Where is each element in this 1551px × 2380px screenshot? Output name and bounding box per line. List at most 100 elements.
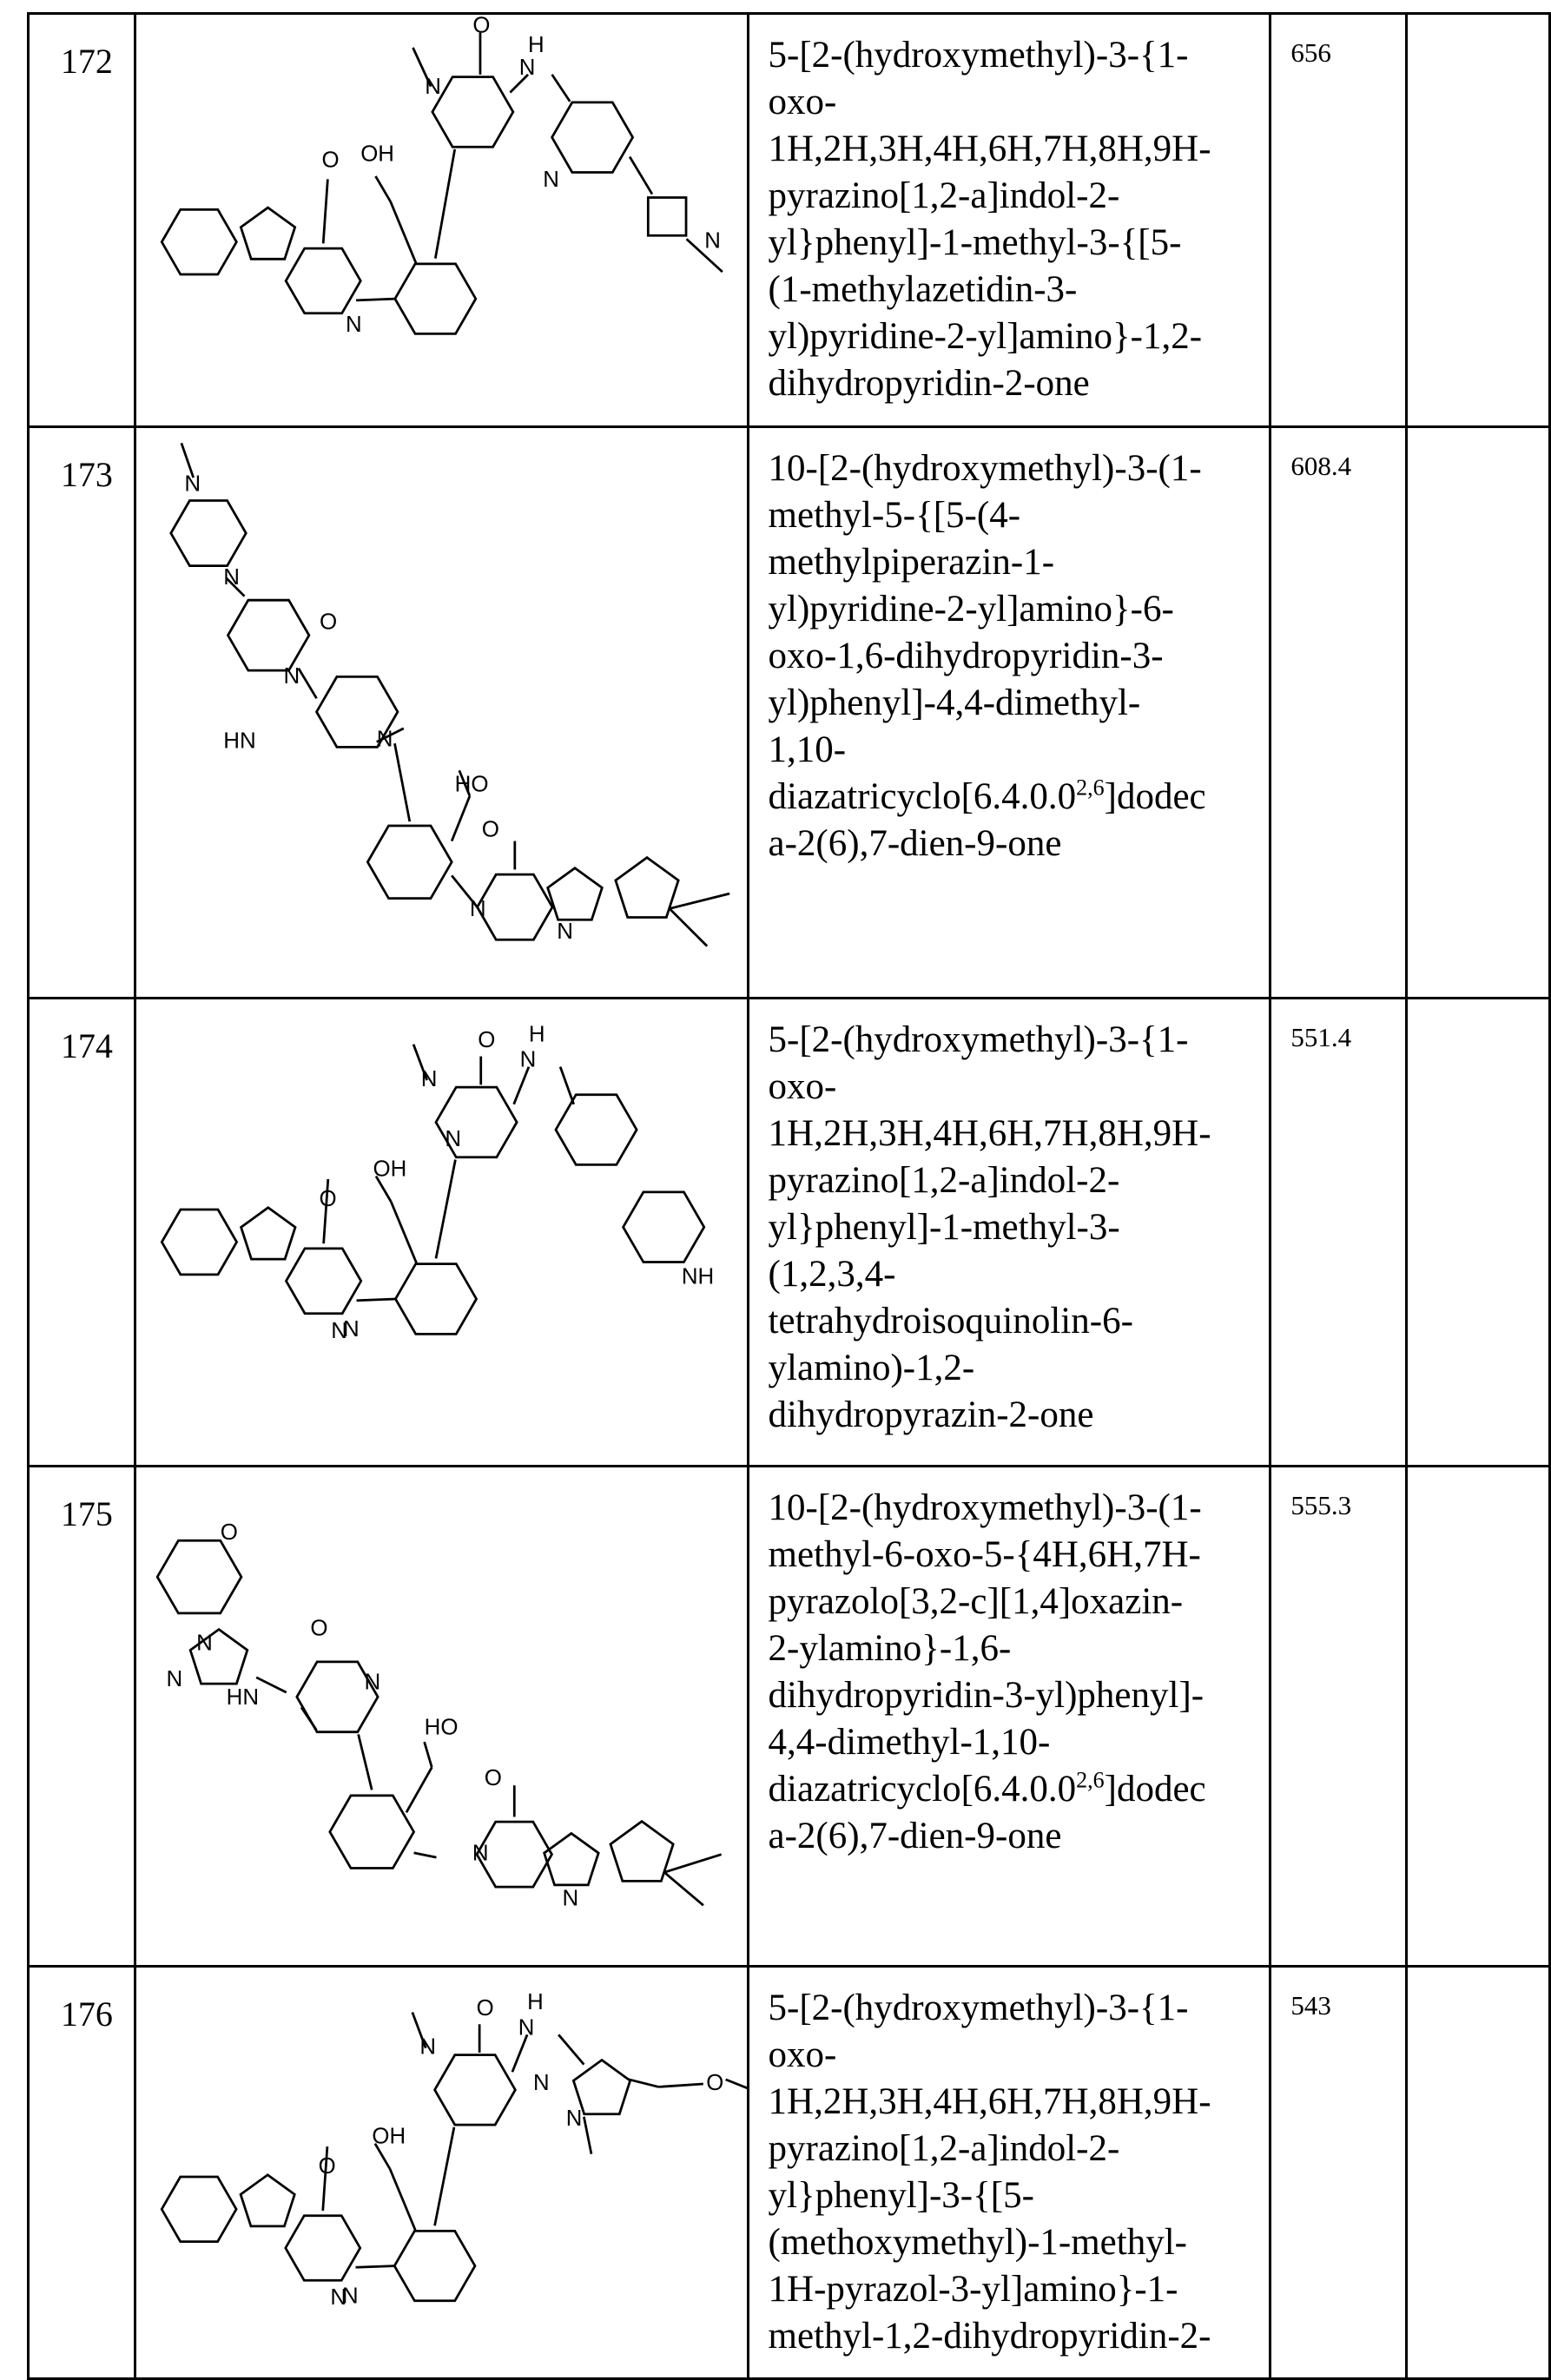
- bond: [726, 2080, 747, 2094]
- atom-label: O: [472, 15, 490, 38]
- name-line: yl)phenyl]-4,4-dimethyl-: [769, 680, 1261, 727]
- structure-cell: NNNHNONHOONN: [135, 427, 748, 999]
- name-text: yl)pyridine-2-yl]amino}-1,2-: [769, 316, 1202, 357]
- name-line: 4,4-dimethyl-1,10-: [769, 1719, 1261, 1766]
- bond: [512, 2034, 527, 2072]
- ring-bond: [162, 209, 236, 274]
- table-row: 176ONHNNNOOHONN5-[2-(hydroxymethyl)-3-{1…: [29, 1967, 1550, 2379]
- name-text: pyrazolo[3,2-c][1,4]oxazin-: [769, 1581, 1184, 1622]
- name-line: 1H,2H,3H,4H,6H,7H,8H,9H-: [769, 1111, 1261, 1157]
- chemical-structure: ONHNNNOOHONN: [136, 1968, 747, 2375]
- ring-bond: [162, 1210, 236, 1275]
- structure-cell: ONHNNOHONNNH: [135, 999, 748, 1467]
- name-text: ylamino)-1,2-: [769, 1348, 975, 1388]
- name-text: (1-methylazetidin-3-: [769, 269, 1078, 310]
- bond: [514, 1067, 529, 1104]
- bond: [552, 75, 571, 102]
- name-text: 10-[2-(hydroxymethyl)-3-(1-: [769, 448, 1202, 489]
- name-text: tetrahydroisoquinolin-6-: [769, 1301, 1133, 1342]
- ring-bond: [435, 2055, 516, 2125]
- atom-label: N: [331, 1319, 347, 1343]
- table-row: 173NNNHNONHOONN10-[2-(hydroxymethyl)-3-(…: [29, 427, 1550, 999]
- atom-label: HN: [223, 729, 255, 753]
- name-text: dihydropyrazin-2-one: [769, 1394, 1094, 1435]
- name-text: ]dodec: [1105, 776, 1206, 817]
- name-text: 5-[2-(hydroxymethyl)-3-{1-: [769, 1988, 1189, 2028]
- structure-cell: ONHNNNOOHONN: [135, 1967, 748, 2379]
- bond: [630, 157, 652, 194]
- compound-number: 175: [29, 1467, 135, 1967]
- name-line: diazatricyclo[6.4.0.02,6]dodec: [769, 1766, 1261, 1813]
- bond: [359, 1734, 373, 1790]
- name-line: methyl-1,2-dihydropyridin-2-: [769, 2313, 1261, 2360]
- name-text: methyl-1,2-dihydropyridin-2-: [769, 2316, 1211, 2357]
- name-text: yl)pyridine-2-yl]amino}-6-: [769, 589, 1174, 630]
- name-line: ylamino)-1,2-: [769, 1345, 1261, 1392]
- atom-label: O: [319, 1187, 336, 1211]
- name-line: (1,2,3,4-: [769, 1251, 1261, 1298]
- ring-bond: [624, 1192, 704, 1263]
- atom-label: N: [184, 472, 201, 497]
- atom-label: O: [320, 610, 337, 635]
- atom-label: OH: [372, 2125, 406, 2149]
- bond: [256, 1678, 287, 1692]
- name-text: yl)phenyl]-4,4-dimethyl-: [769, 682, 1141, 723]
- name-line: diazatricyclo[6.4.0.02,6]dodec: [769, 774, 1261, 821]
- name-superscript: 2,6: [1076, 775, 1105, 801]
- name-line: yl}phenyl]-1-methyl-3-: [769, 1204, 1261, 1251]
- ring-bond: [616, 858, 678, 918]
- bond: [435, 2127, 454, 2225]
- atom-label: HO: [425, 1715, 459, 1739]
- bond: [406, 1767, 432, 1812]
- bond: [670, 908, 707, 946]
- ring-bond: [432, 77, 513, 148]
- name-line: 1H,2H,3H,4H,6H,7H,8H,9H-: [769, 126, 1261, 173]
- name-line: pyrazino[1,2-a]indol-2-: [769, 2126, 1261, 2172]
- ring-bond: [367, 826, 452, 899]
- name-text: 1H,2H,3H,4H,6H,7H,8H,9H-: [769, 2081, 1211, 2122]
- bond: [558, 2034, 584, 2064]
- ring-bond: [157, 1540, 241, 1613]
- name-line: 1,10-: [769, 727, 1261, 774]
- bond: [436, 1160, 455, 1259]
- bond: [664, 1855, 722, 1873]
- name-text: yl}phenyl]-1-methyl-3-{[5-: [769, 222, 1182, 263]
- bond: [670, 893, 729, 908]
- bond: [323, 179, 327, 243]
- atom-label: O: [221, 1520, 238, 1545]
- atom-label: N: [566, 2106, 583, 2131]
- name-line: 5-[2-(hydroxymethyl)-3-{1-: [769, 1017, 1261, 1064]
- atom-label: N: [470, 897, 486, 921]
- name-text: oxo-: [769, 2034, 837, 2075]
- name-text: ]dodec: [1105, 1769, 1206, 1810]
- atom-label: N: [419, 2035, 436, 2060]
- bond: [356, 1299, 395, 1301]
- name-line: oxo-: [769, 1064, 1261, 1111]
- ring-bond: [241, 208, 294, 259]
- atom-label: N: [519, 56, 536, 80]
- name-text: 1H-pyrazol-3-yl]amino}-1-: [769, 2269, 1178, 2310]
- name-line: 10-[2-(hydroxymethyl)-3-(1-: [769, 1485, 1261, 1532]
- atom-label: N: [445, 1127, 461, 1151]
- name-line: 1H,2H,3H,4H,6H,7H,8H,9H-: [769, 2079, 1261, 2126]
- bond: [664, 1872, 703, 1905]
- atom-label: N: [346, 313, 362, 337]
- atom-label: OH: [373, 1157, 406, 1182]
- molecular-weight: 555.3: [1270, 1467, 1407, 1967]
- ring-bond: [171, 501, 246, 566]
- atom-label: N: [543, 168, 559, 192]
- atom-label: N: [562, 1886, 578, 1910]
- bond: [629, 2080, 658, 2087]
- ring-bond: [241, 2175, 294, 2226]
- atom-label: H: [529, 1022, 545, 1046]
- name-superscript: 2,6: [1076, 1768, 1105, 1793]
- ring-bond: [330, 1796, 414, 1869]
- name-text: oxo-1,6-dihydropyridin-3-: [769, 636, 1164, 676]
- atom-label: N: [330, 2285, 346, 2310]
- name-text: 10-[2-(hydroxymethyl)-3-(1-: [769, 1487, 1202, 1528]
- compound-table: 172ONOHNOHNNN5-[2-(hydroxymethyl)-3-{1-o…: [27, 12, 1551, 2380]
- name-line: dihydropyridin-3-yl)phenyl]-: [769, 1672, 1261, 1719]
- atom-label: N: [520, 1048, 537, 1072]
- name-text: pyrazino[1,2-a]indol-2-: [769, 1160, 1120, 1201]
- ring-bond: [394, 2231, 475, 2300]
